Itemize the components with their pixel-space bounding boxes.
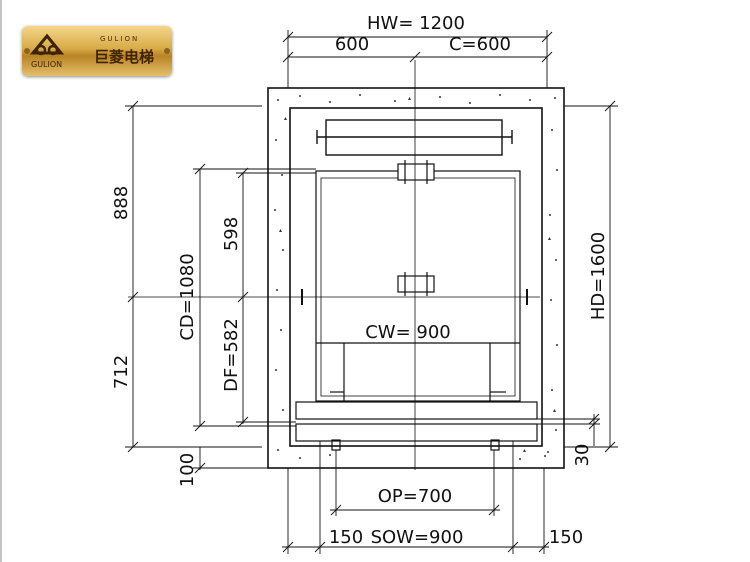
c-label: C=600 (449, 34, 511, 55)
bottom-dimension-lines (282, 441, 550, 554)
right-dimension-lines (537, 100, 618, 453)
left150-label: 150 (329, 527, 363, 548)
d100-label: 100 (177, 453, 198, 487)
sow-label: SOW=900 (371, 527, 464, 548)
gulion-mark-icon (30, 33, 64, 56)
d598-label: 598 (221, 217, 242, 251)
hw-label: HW= 1200 (367, 13, 465, 34)
d30-label: 30 (572, 444, 593, 467)
cw-label: CW= 900 (365, 322, 451, 343)
brand-sub: GULION (31, 60, 63, 69)
concrete-speckles (274, 94, 558, 460)
door-sills (295, 401, 538, 451)
gulion-logo: GULION 巨菱电梯 GULION (22, 26, 172, 76)
brand-chinese: 巨菱电梯 (94, 48, 155, 66)
center-lines (128, 60, 540, 470)
counterweight (316, 119, 513, 156)
d888-label: 888 (111, 186, 132, 220)
car-rail-brackets (397, 160, 435, 296)
cd-label: CD=1080 (177, 253, 198, 340)
top-dimension-lines (282, 30, 553, 88)
bolt-right-icon (164, 48, 170, 54)
d712-label: 712 (111, 355, 132, 389)
brand-english: GULION (100, 35, 140, 43)
df-label: DF=582 (221, 318, 242, 392)
right150-label: 150 (549, 527, 583, 548)
left-dimension-lines (125, 100, 316, 474)
hd-label: HD=1600 (588, 232, 609, 320)
op-label: OP=700 (378, 486, 452, 507)
left-half-label: 600 (335, 34, 369, 55)
bolt-left-icon (24, 48, 30, 54)
